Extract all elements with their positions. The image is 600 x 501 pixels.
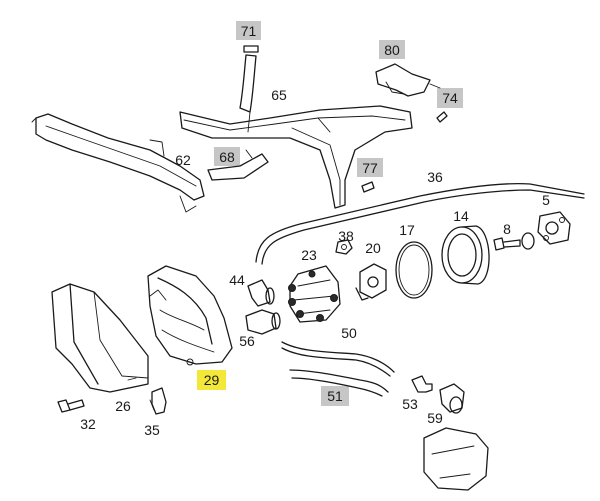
part-36-hose (255, 182, 585, 265)
part-8-bolt (493, 237, 521, 251)
label-62[interactable]: 62 (175, 152, 191, 168)
svg-text:35: 35 (144, 422, 160, 438)
part-reservoir (423, 427, 489, 491)
svg-text:8: 8 (503, 221, 511, 237)
part-29-duct-housing (147, 265, 233, 366)
part-38-nut (335, 239, 353, 255)
part-74-clip (436, 111, 448, 123)
label-17[interactable]: 17 (399, 222, 415, 238)
part-56-fitting (245, 309, 281, 335)
label-14[interactable]: 14 (453, 208, 469, 224)
label-53[interactable]: 53 (402, 396, 418, 412)
label-77[interactable]: 77 (357, 158, 383, 177)
part-8-spacer (521, 232, 535, 250)
svg-text:56: 56 (239, 333, 255, 349)
label-74[interactable]: 74 (437, 88, 463, 108)
part-62-side-rail (31, 113, 205, 213)
part-5-flange (537, 211, 571, 245)
label-8[interactable]: 8 (503, 221, 511, 237)
svg-text:71: 71 (241, 23, 257, 39)
label-35[interactable]: 35 (144, 422, 160, 438)
part-71-bracket-tube (239, 45, 259, 113)
part-26-air-box (51, 283, 149, 393)
svg-text:80: 80 (384, 42, 400, 58)
svg-text:77: 77 (362, 160, 378, 176)
part-17-o-ring (395, 241, 433, 299)
label-20[interactable]: 20 (365, 240, 381, 256)
label-5[interactable]: 5 (542, 192, 550, 208)
svg-text:68: 68 (219, 149, 235, 165)
svg-text:26: 26 (115, 398, 131, 414)
part-80-bracket (375, 63, 441, 97)
label-68[interactable]: 68 (214, 147, 240, 166)
part-32-bolt (57, 399, 85, 413)
svg-text:14: 14 (453, 208, 469, 224)
part-65-crossmember (179, 105, 413, 209)
part-20-valve (355, 263, 387, 301)
part-51-hose (289, 369, 389, 397)
label-36[interactable]: 36 (427, 169, 443, 185)
part-35-clip (149, 387, 167, 415)
label-29[interactable]: 29 (197, 370, 226, 390)
svg-text:32: 32 (80, 416, 96, 432)
svg-text:20: 20 (365, 240, 381, 256)
part-77-clip (361, 181, 375, 193)
svg-text:23: 23 (301, 247, 317, 263)
part-68-bracket (207, 149, 269, 181)
svg-text:65: 65 (271, 87, 287, 103)
svg-text:74: 74 (442, 90, 458, 106)
part-23-pump-body (288, 265, 341, 323)
svg-text:51: 51 (327, 388, 343, 404)
svg-text:5: 5 (542, 192, 550, 208)
label-26[interactable]: 26 (115, 398, 131, 414)
svg-text:38: 38 (338, 228, 354, 244)
svg-text:17: 17 (399, 222, 415, 238)
label-56[interactable]: 56 (239, 333, 255, 349)
label-80[interactable]: 80 (379, 40, 405, 59)
svg-text:44: 44 (229, 272, 245, 288)
svg-text:59: 59 (427, 410, 443, 426)
svg-text:29: 29 (204, 372, 220, 388)
label-44[interactable]: 44 (229, 272, 245, 288)
part-53-connector (411, 375, 433, 393)
svg-text:50: 50 (341, 325, 357, 341)
part-50-hose (281, 341, 395, 377)
svg-text:36: 36 (427, 169, 443, 185)
label-65[interactable]: 65 (271, 87, 287, 103)
part-14-cover (441, 225, 490, 285)
label-50[interactable]: 50 (341, 325, 357, 341)
svg-text:53: 53 (402, 396, 418, 412)
label-59[interactable]: 59 (427, 410, 443, 426)
label-38[interactable]: 38 (338, 228, 354, 244)
svg-text:62: 62 (175, 152, 191, 168)
part-44-elbow (247, 279, 275, 307)
part-59-elbow (439, 383, 465, 414)
label-23[interactable]: 23 (301, 247, 317, 263)
label-32[interactable]: 32 (80, 416, 96, 432)
label-51[interactable]: 51 (321, 386, 349, 406)
label-71[interactable]: 71 (236, 21, 261, 40)
